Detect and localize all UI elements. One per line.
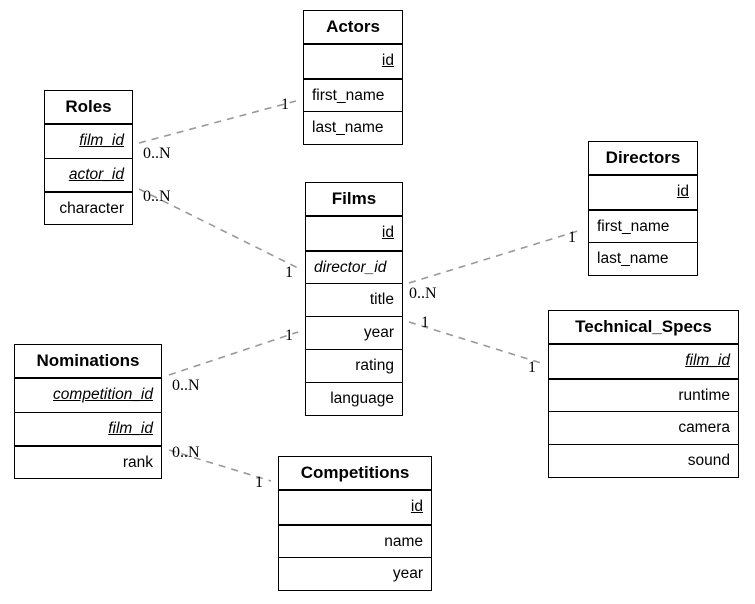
entity-actors[interactable]: Actors id first_name last_name: [303, 10, 403, 145]
attribute-films-rating[interactable]: rating: [306, 349, 402, 382]
attribute-label: last_name: [597, 250, 669, 267]
attribute-label: id: [381, 52, 394, 69]
attribute-films-language[interactable]: language: [306, 382, 402, 415]
attribute-technical_specs-film_id[interactable]: film_id: [549, 345, 738, 378]
attribute-label: year: [392, 565, 423, 582]
attribute-label: film_id: [79, 132, 124, 149]
cardinality-label-films-directors-from: 0..N: [409, 285, 437, 302]
relationship-line-roles-actors: [138, 100, 297, 144]
cardinality-label-nominations-films-from: 0..N: [172, 377, 200, 394]
cardinality-label-nominations-competitions-to: 1: [255, 474, 263, 491]
attribute-label: id: [676, 183, 689, 200]
attribute-competitions-id[interactable]: id: [279, 491, 431, 524]
entity-title-directors: Directors: [589, 142, 697, 176]
cardinality-label-nominations-films-to: 1: [285, 327, 293, 344]
cardinality-label-films-technical_specs-from: 1: [421, 314, 429, 331]
attribute-nominations-film_id[interactable]: film_id: [15, 412, 161, 445]
attribute-label: title: [369, 291, 394, 308]
attribute-label: id: [381, 224, 394, 241]
attribute-label: character: [59, 200, 124, 217]
cardinality-label-roles-actors-to: 1: [281, 96, 289, 113]
relationship-line-nominations-films: [168, 331, 299, 376]
entity-roles[interactable]: Roles film_id actor_id character: [44, 90, 133, 225]
attribute-nominations-rank[interactable]: rank: [15, 445, 161, 478]
attribute-label: actor_id: [68, 166, 124, 183]
attribute-label: sound: [687, 452, 730, 469]
cardinality-label-roles-films-from: 0..N: [143, 188, 171, 205]
entity-title-technical_specs: Technical_Specs: [549, 311, 738, 345]
attribute-label: film_id: [108, 420, 153, 437]
attribute-directors-id[interactable]: id: [589, 176, 697, 209]
attribute-actors-id[interactable]: id: [304, 45, 402, 78]
attribute-label: rating: [355, 357, 394, 374]
cardinality-label-roles-films-to: 1: [285, 264, 293, 281]
attribute-label: rank: [122, 454, 153, 471]
attribute-technical_specs-sound[interactable]: sound: [549, 444, 738, 477]
entity-title-films: Films: [306, 183, 402, 217]
attribute-label: first_name: [597, 218, 670, 235]
attribute-roles-character[interactable]: character: [45, 191, 132, 224]
relationship-line-films-directors: [408, 229, 582, 284]
entity-title-nominations: Nominations: [15, 345, 161, 379]
entity-competitions[interactable]: Competitions id name year: [278, 456, 432, 591]
attribute-films-title[interactable]: title: [306, 283, 402, 316]
entity-directors[interactable]: Directors id first_name last_name: [588, 141, 698, 276]
attribute-nominations-competition_id[interactable]: competition_id: [15, 379, 161, 412]
attribute-label: film_id: [685, 352, 730, 369]
attribute-competitions-year[interactable]: year: [279, 557, 431, 590]
attribute-actors-last_name[interactable]: last_name: [304, 111, 402, 144]
attribute-competitions-name[interactable]: name: [279, 524, 431, 557]
attribute-label: camera: [678, 419, 730, 436]
attribute-label: name: [384, 533, 423, 550]
attribute-label: director_id: [314, 259, 387, 276]
entity-title-actors: Actors: [304, 11, 402, 45]
cardinality-label-nominations-competitions-from: 0..N: [172, 444, 200, 461]
attribute-technical_specs-runtime[interactable]: runtime: [549, 378, 738, 411]
attribute-label: language: [330, 390, 394, 407]
cardinality-label-films-directors-to: 1: [568, 229, 576, 246]
attribute-label: year: [363, 324, 394, 341]
attribute-directors-last_name[interactable]: last_name: [589, 242, 697, 275]
attribute-films-year[interactable]: year: [306, 316, 402, 349]
attribute-films-director_id[interactable]: director_id: [306, 250, 402, 283]
attribute-roles-film_id[interactable]: film_id: [45, 125, 132, 158]
attribute-directors-first_name[interactable]: first_name: [589, 209, 697, 242]
attribute-films-id[interactable]: id: [306, 217, 402, 250]
attribute-label: first_name: [312, 87, 385, 104]
entity-title-roles: Roles: [45, 91, 132, 125]
attribute-label: last_name: [312, 119, 384, 136]
cardinality-label-films-technical_specs-to: 1: [528, 359, 536, 376]
cardinality-label-roles-actors-from: 0..N: [143, 145, 171, 162]
attribute-technical_specs-camera[interactable]: camera: [549, 411, 738, 444]
attribute-roles-actor_id[interactable]: actor_id: [45, 158, 132, 191]
entity-title-competitions: Competitions: [279, 457, 431, 491]
attribute-label: id: [410, 498, 423, 515]
attribute-actors-first_name[interactable]: first_name: [304, 78, 402, 111]
attribute-label: runtime: [678, 387, 730, 404]
attribute-label: competition_id: [53, 386, 153, 403]
